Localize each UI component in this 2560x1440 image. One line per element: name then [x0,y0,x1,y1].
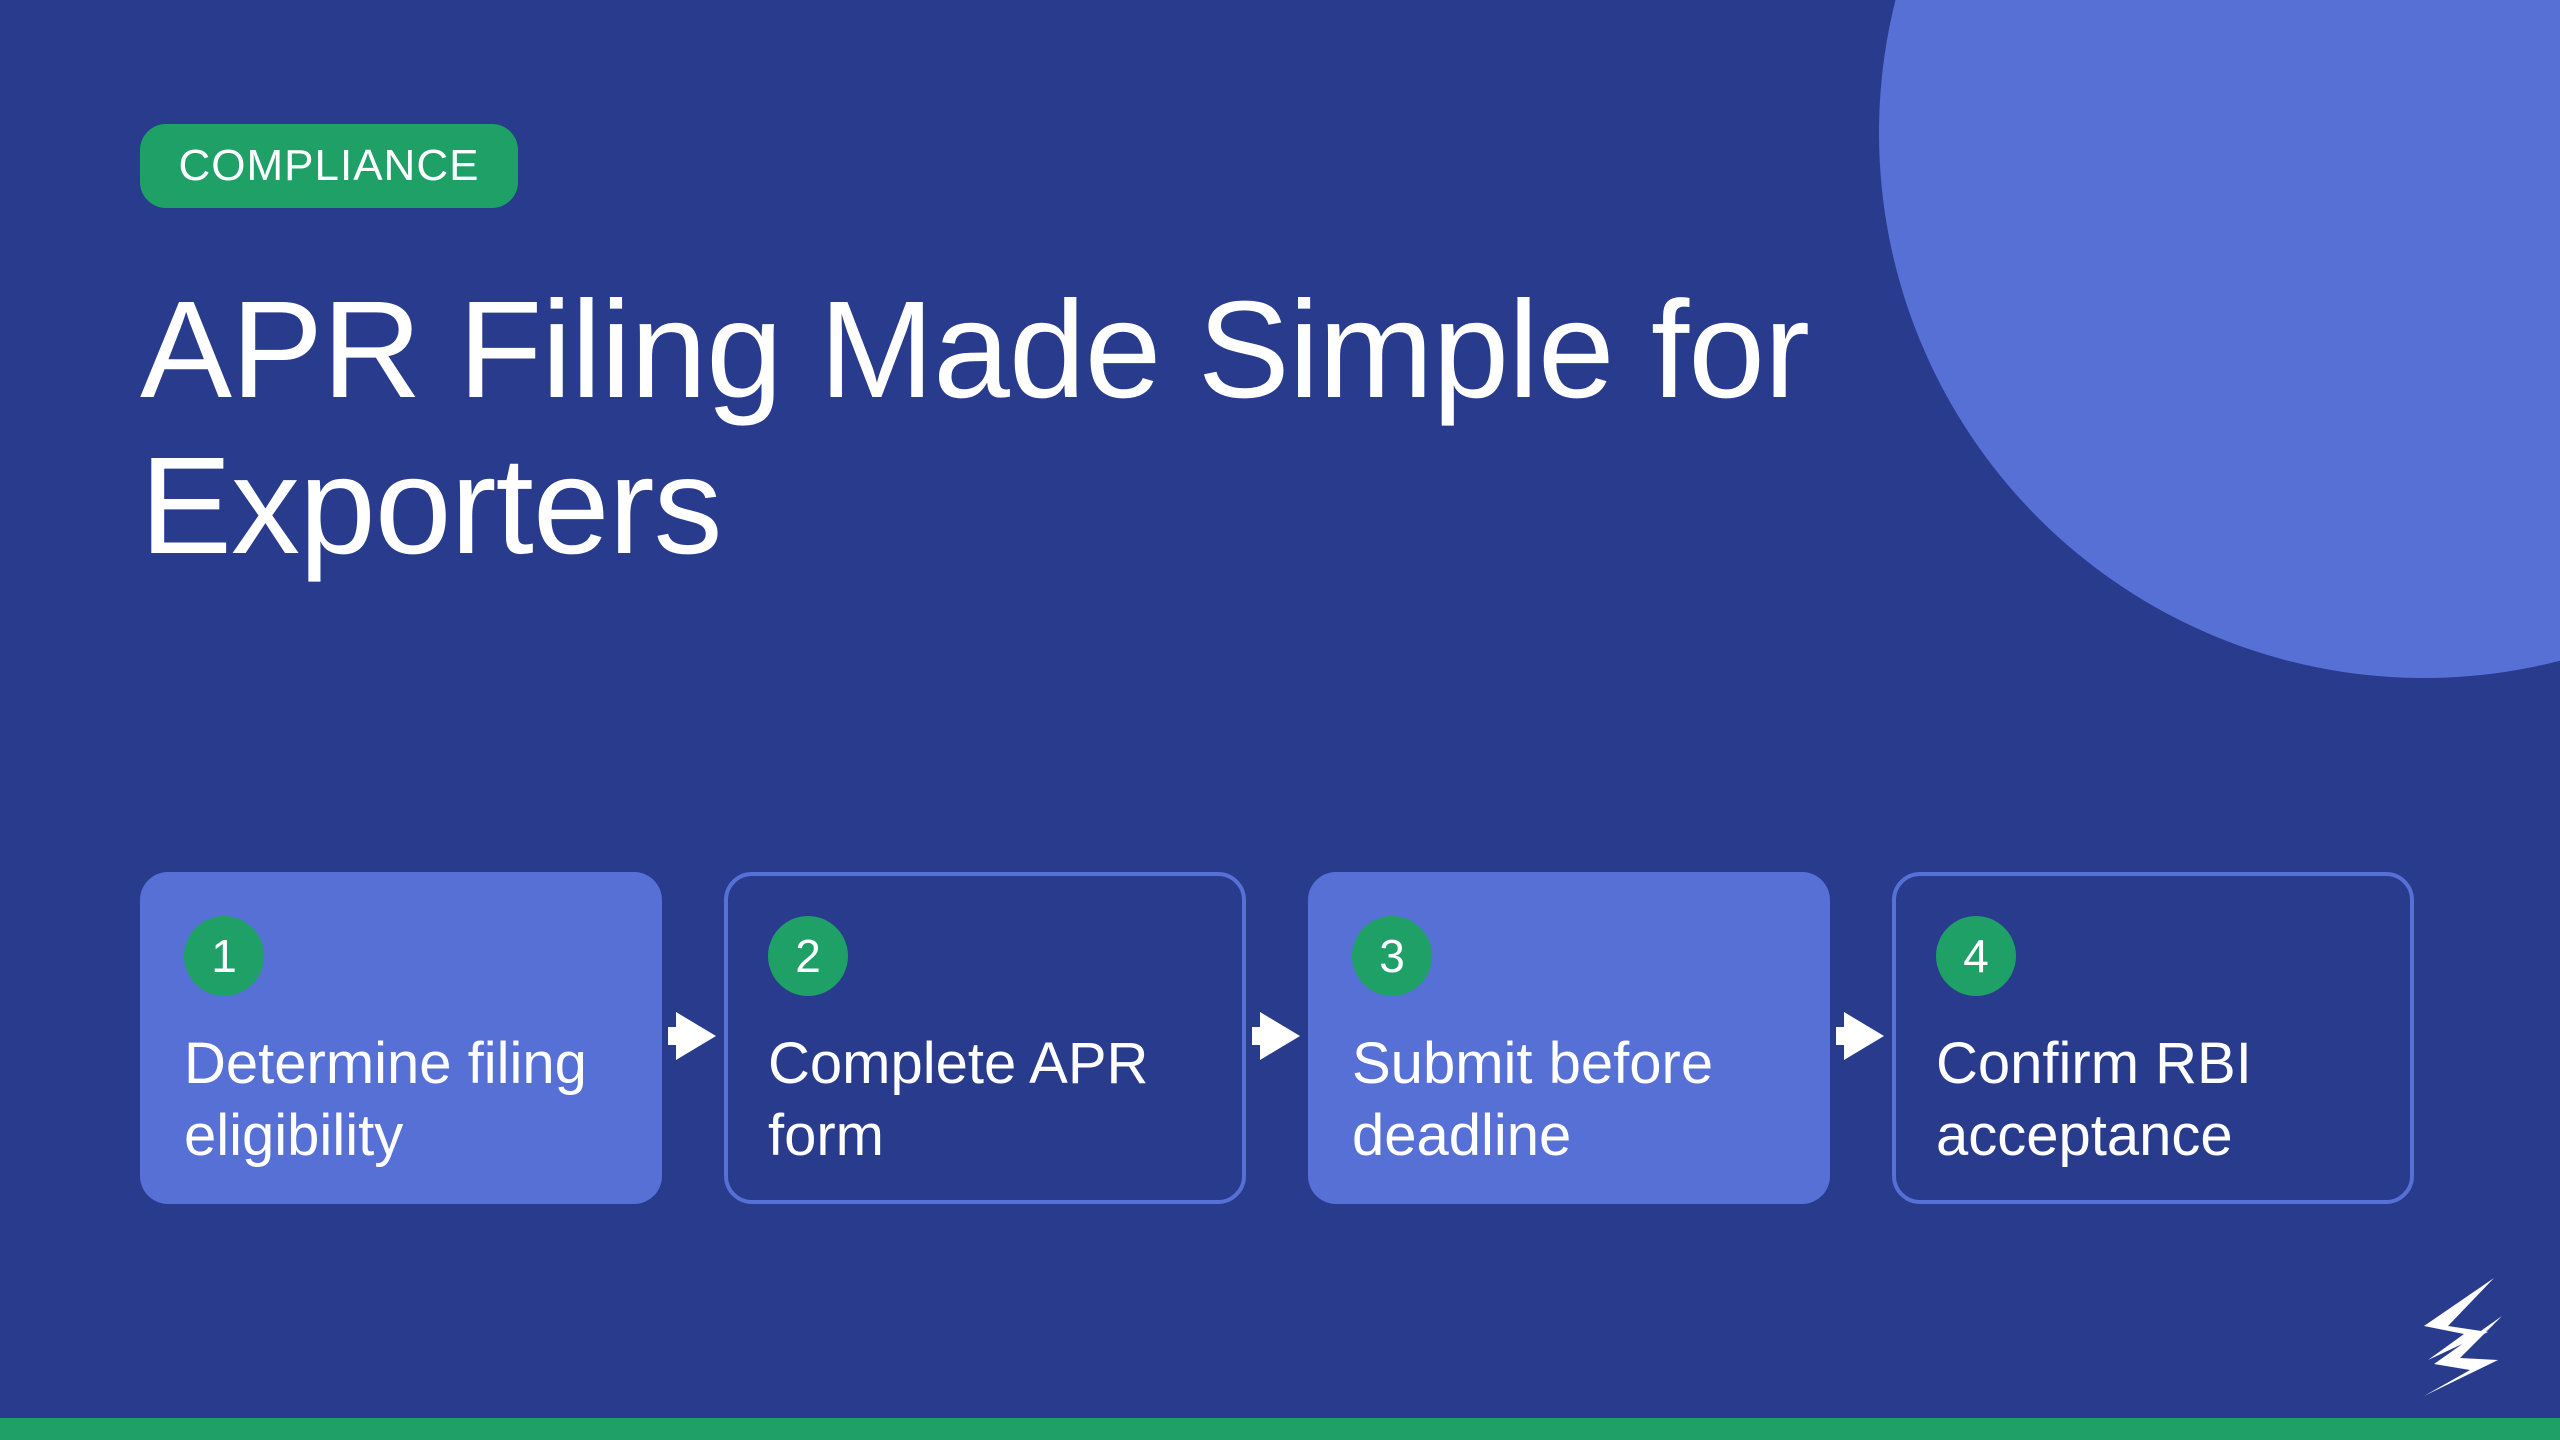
arrow-right-icon [1844,1012,1884,1060]
step-label-line-1: Submit before [1352,1031,1714,1096]
arrow-right-icon [676,1012,716,1060]
step-label-line-1: Determine filing [184,1031,587,1096]
page-title: APR Filing Made Simple for Exporters [140,272,1900,584]
step-number-badge: 2 [768,916,848,996]
brand-logo-icon [2424,1278,2502,1396]
step-label-line-2: form [768,1103,884,1168]
title-line-1: APR Filing Made Simple for [140,273,1810,427]
step-label-line-2: deadline [1352,1103,1572,1168]
step-label: Complete APR form [768,1028,1218,1172]
arrow-right-icon [1260,1012,1300,1060]
title-line-2: Exporters [140,429,723,583]
step-number-badge: 3 [1352,916,1432,996]
step-card-4: 4 Confirm RBI acceptance [1892,872,2414,1204]
decorative-circle [1879,0,2560,678]
step-label-line-1: Complete APR [768,1031,1149,1096]
step-number-badge: 4 [1936,916,2016,996]
step-label-line-2: eligibility [184,1103,404,1168]
step-label: Determine filing eligibility [184,1028,634,1172]
step-label: Submit before deadline [1352,1028,1802,1172]
step-card-1: 1 Determine filing eligibility [140,872,662,1204]
step-label-line-1: Confirm RBI [1936,1031,2252,1096]
step-number-badge: 1 [184,916,264,996]
step-card-3: 3 Submit before deadline [1308,872,1830,1204]
step-label: Confirm RBI acceptance [1936,1028,2386,1172]
category-badge: COMPLIANCE [140,124,518,208]
bottom-accent-bar [0,1418,2560,1440]
connector-stub [1252,1027,1260,1045]
step-label-line-2: acceptance [1936,1103,2233,1168]
connector-stub [1836,1027,1844,1045]
step-card-2: 2 Complete APR form [724,872,1246,1204]
connector-stub [668,1027,676,1045]
